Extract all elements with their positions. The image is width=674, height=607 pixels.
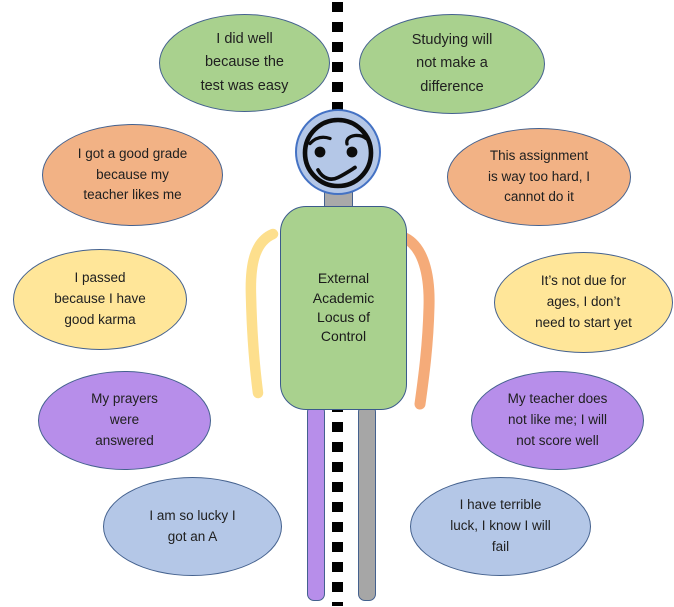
bubble-teacher-dislikes-me: My teacher does not like me; I will not …: [471, 371, 644, 470]
bubble-so-lucky: I am so lucky I got an A: [103, 477, 282, 576]
bubble-text: I am so lucky I got an A: [149, 507, 236, 544]
bubble-teacher-likes-me: I got a good grade because my teacher li…: [42, 124, 223, 226]
figure-head: [295, 109, 381, 195]
bubble-text: I did well because the test was easy: [200, 31, 289, 94]
figure-torso-label: External Academic Locus of Control: [280, 206, 407, 410]
bubble-test-was-easy: I did well because the test was easy: [159, 14, 330, 112]
bubble-text: My prayers were answered: [91, 391, 158, 448]
bubble-good-karma: I passed because I have good karma: [13, 249, 187, 350]
bubble-text: Studying will not make a difference: [411, 32, 493, 95]
left-leg: [307, 405, 325, 601]
bubble-text: I have terrible luck, I know I will fail: [450, 497, 551, 554]
bubble-text: I got a good grade because my teacher li…: [77, 145, 188, 203]
bubble-assignment-too-hard: This assignment is way too hard, I canno…: [447, 128, 631, 226]
bubble-terrible-luck: I have terrible luck, I know I will fail: [410, 477, 591, 576]
bubble-studying-no-difference: Studying will not make a difference: [359, 14, 545, 114]
bubble-text: It’s not due for ages, I don’t need to s…: [535, 273, 632, 330]
right-arm: [399, 232, 435, 410]
bubble-not-due-for-ages: It’s not due for ages, I don’t need to s…: [494, 252, 673, 353]
right-leg: [358, 405, 376, 601]
bubble-prayers-answered: My prayers were answered: [38, 371, 211, 470]
bubble-text: I passed because I have good karma: [54, 270, 146, 327]
bubble-text: My teacher does not like me; I will not …: [507, 391, 608, 448]
bubble-text: This assignment is way too hard, I canno…: [487, 147, 591, 205]
left-arm: [245, 228, 279, 399]
